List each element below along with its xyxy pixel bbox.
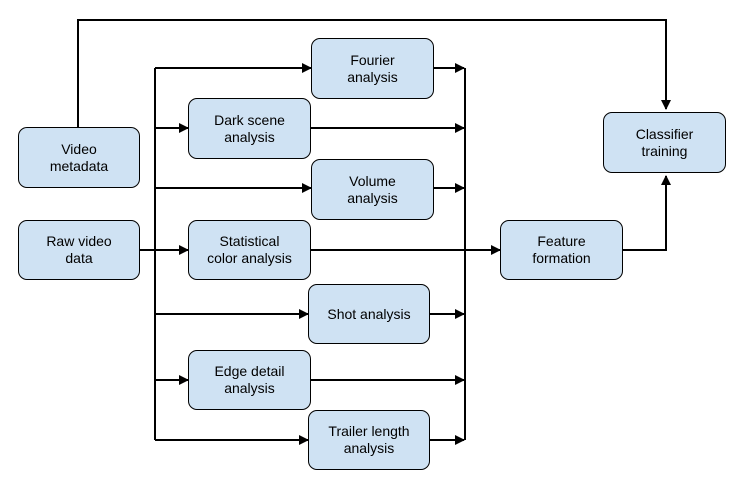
- dark-scene-analysis-node: Dark scene analysis: [188, 98, 311, 159]
- statistical-color-label-line-1: Statistical: [219, 233, 280, 249]
- feature-formation-label-line-1: Feature: [537, 233, 586, 249]
- classifier-training-node: Classifier training: [603, 112, 726, 173]
- statistical-color-label-line-2: color analysis: [207, 250, 292, 266]
- raw-video-data-label-line-1: Raw video: [46, 233, 112, 249]
- video-metadata-node: Video metadata: [18, 127, 140, 188]
- fourier-analysis-label-line-1: Fourier: [350, 51, 395, 68]
- dark-scene-analysis-label-line-1: Dark scene: [214, 111, 285, 128]
- edge-detail-label-line-2: analysis: [224, 380, 275, 396]
- dark-scene-analysis-label-line-2: analysis: [224, 128, 275, 145]
- feature-formation-node: Feature formation: [500, 220, 623, 280]
- video-metadata-label-line-2: metadata: [49, 157, 109, 174]
- fourier-analysis-label-line-2: analysis: [347, 68, 398, 85]
- shot-analysis-label: Shot analysis: [327, 305, 411, 322]
- raw-video-data-node: Raw video data: [18, 220, 140, 280]
- classifier-training-label-line-2: training: [641, 142, 688, 159]
- edge-detail-label-line-1: Edge detail: [214, 363, 285, 379]
- edge-metadata-to-classifier: [77, 19, 671, 127]
- statistical-color-analysis-node: Statistical color analysis: [188, 220, 311, 280]
- edge-feature-to-classifier: [623, 175, 671, 251]
- fourier-analysis-node: Fourier analysis: [311, 38, 434, 99]
- volume-analysis-label-line-2: analysis: [347, 189, 398, 206]
- volume-analysis-node: Volume analysis: [311, 159, 434, 220]
- edge-detail-analysis-node: Edge detail analysis: [188, 350, 311, 410]
- video-metadata-label-line-1: Video: [61, 140, 97, 157]
- classifier-training-label-line-1: Classifier: [635, 125, 694, 142]
- trailer-length-label-line-2: analysis: [343, 440, 395, 456]
- trailer-length-analysis-node: Trailer length analysis: [308, 410, 430, 470]
- trailer-length-label-line-1: Trailer length: [328, 423, 410, 439]
- feature-formation-label-line-2: formation: [532, 250, 591, 266]
- shot-analysis-node: Shot analysis: [308, 284, 430, 344]
- raw-video-data-label-line-2: data: [65, 250, 93, 266]
- volume-analysis-label-line-1: Volume: [349, 172, 396, 189]
